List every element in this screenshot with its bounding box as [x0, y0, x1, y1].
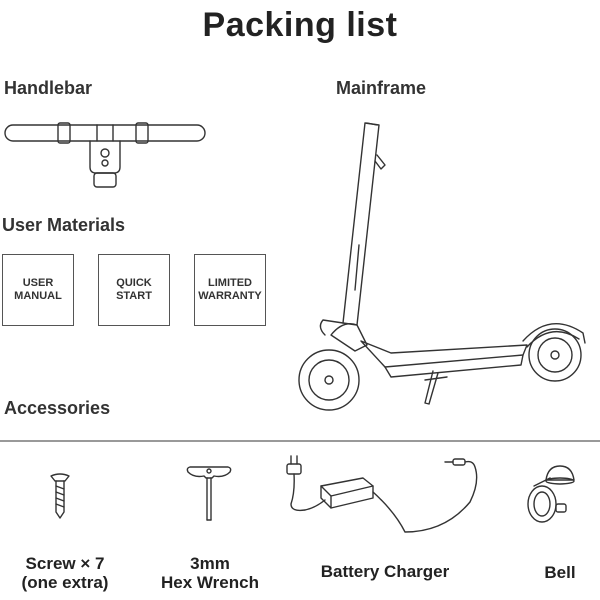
divider: [0, 440, 600, 442]
scooter-icon: [298, 122, 586, 411]
screw-icon: [50, 473, 70, 519]
section-handlebar: Handlebar: [4, 78, 93, 98]
user-manual-box: USER MANUAL: [2, 254, 74, 326]
limited-warranty-box: LIMITED WARRANTY: [194, 254, 266, 326]
handlebar-icon: [4, 122, 206, 188]
section-mainframe: Mainframe: [336, 78, 427, 98]
caption-screw: Screw × 7 (one extra): [21, 554, 109, 592]
quick-start-box: QUICK START: [98, 254, 170, 326]
hex-wrench-icon: [186, 466, 232, 521]
bell-icon: [527, 465, 575, 523]
section-user-materials: User Materials: [2, 215, 126, 235]
caption-hex-wrench: 3mm Hex Wrench: [161, 554, 259, 592]
page-title: Packing list: [202, 6, 398, 44]
battery-charger-icon: [286, 455, 478, 533]
section-accessories: Accessories: [4, 398, 111, 418]
caption-bell: Bell: [544, 563, 576, 582]
caption-battery-charger: Battery Charger: [320, 562, 450, 581]
